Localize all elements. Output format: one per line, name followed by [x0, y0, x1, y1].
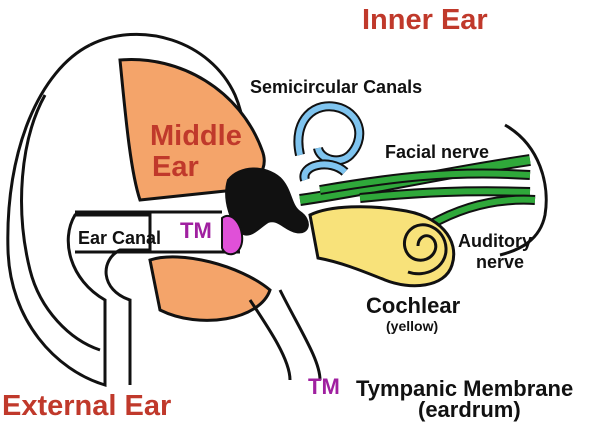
cochlear-note: (yellow): [386, 318, 439, 334]
eardrum: [221, 215, 244, 256]
cochlea-shape: [308, 205, 456, 288]
semicircular-canals-shape: [293, 101, 365, 182]
middle-ear-lower-region: [148, 255, 272, 322]
facial-nerve-label: Facial nerve: [385, 142, 490, 162]
tm-legend-abbr: TM: [308, 374, 340, 399]
middle-ear-label-line1: Middle: [150, 120, 242, 152]
pinna-inner-ridge: [20, 94, 101, 352]
external-ear-label: External Ear: [2, 390, 172, 422]
auditory-nerve-label-line2: nerve: [476, 252, 525, 272]
temporal-bone-line: [278, 289, 322, 381]
semicircular-canals-label: Semicircular Canals: [250, 77, 423, 97]
tm-short-label: TM: [180, 218, 212, 243]
temporal-bone-line-2: [248, 299, 292, 381]
pinna-outline: [6, 43, 152, 388]
nerve-trunk: [499, 123, 548, 257]
cochlear-label: Cochlear: [366, 293, 461, 318]
auditory-nerve-label-line1: Auditory: [458, 231, 532, 251]
tm-legend-text: Tympanic Membrane: [356, 376, 574, 401]
inner-ear-label: Inner Ear: [362, 4, 488, 36]
tm-legend-note: (eardrum): [418, 397, 521, 422]
ear-canal-label: Ear Canal: [78, 228, 162, 248]
middle-ear-label-line2: Ear: [152, 151, 199, 183]
nerves-shape: [299, 154, 536, 230]
